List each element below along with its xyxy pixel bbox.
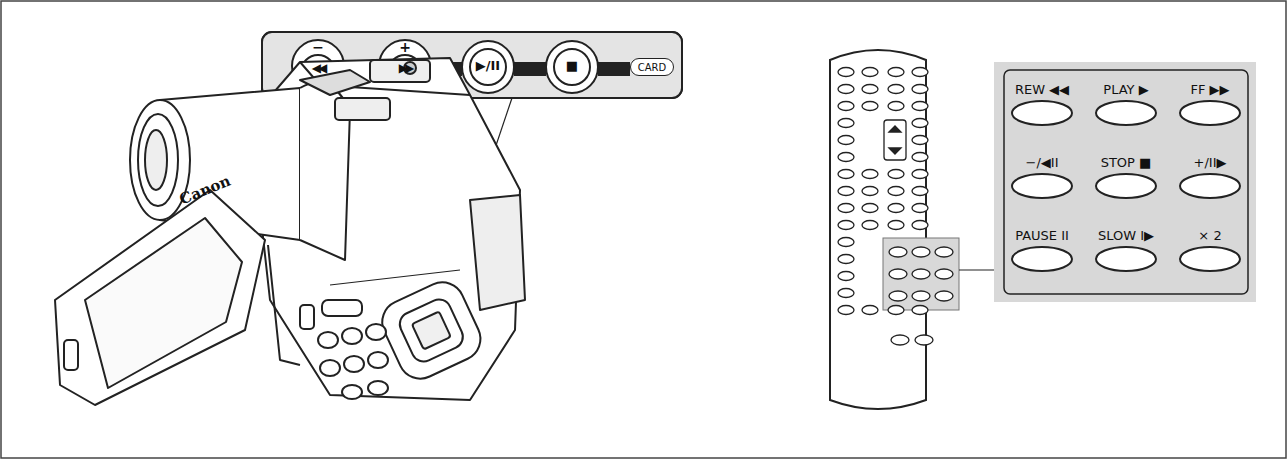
remote-button (889, 247, 907, 257)
remote-button (862, 204, 878, 213)
remote-button (838, 238, 854, 247)
remote-arrows (889, 126, 901, 154)
button-label: FF ▶▶ (1190, 82, 1229, 98)
button-label: × 2 (1198, 228, 1221, 244)
remote-button (862, 102, 878, 111)
remote-button (935, 269, 953, 279)
remote-button (862, 170, 878, 179)
panel-button (1012, 247, 1072, 271)
panel-button (1180, 247, 1240, 271)
button-symbol: + (379, 39, 431, 55)
remote-control (830, 50, 1256, 409)
panel-button (1012, 101, 1072, 125)
remote-button (838, 204, 854, 213)
remote-button (838, 85, 854, 94)
card-badge: CARD (630, 58, 674, 76)
remote-button (838, 306, 854, 315)
remote-button (912, 306, 928, 315)
panel-button (1096, 174, 1156, 198)
remote-button (862, 85, 878, 94)
remote-button (912, 291, 930, 301)
panel-button (1180, 101, 1240, 125)
remote-button (912, 170, 928, 179)
remote-button (912, 119, 928, 128)
camcorder (55, 58, 525, 405)
button-label: STOP ■ (1101, 155, 1152, 171)
brand-logo: Canon (177, 173, 233, 208)
button-label: SLOW I▶ (1098, 228, 1154, 244)
remote-button (838, 272, 854, 281)
remote-button (838, 68, 854, 77)
remote-button (912, 247, 930, 257)
remote-button (912, 102, 928, 111)
remote-button (889, 269, 907, 279)
remote-button (862, 221, 878, 230)
remote-button (912, 221, 928, 230)
remote-button (912, 85, 928, 94)
remote-button (889, 291, 907, 301)
control-button: + ▶▶ (379, 40, 431, 92)
remote-button (838, 170, 854, 179)
panel-button (1012, 174, 1072, 198)
remote-button (888, 85, 904, 94)
remote-button (862, 306, 878, 315)
button-symbol: ◀◀ (292, 61, 344, 75)
remote-button (838, 119, 854, 128)
remote-button (912, 269, 930, 279)
button-label: PLAY ▶ (1103, 82, 1148, 98)
remote-dpad (884, 120, 906, 160)
control-button: − ◀◀ (292, 40, 344, 92)
remote-button (888, 187, 904, 196)
remote-button (912, 153, 928, 162)
panel-button (1180, 174, 1240, 198)
button-symbol: ▶▶ (379, 61, 431, 75)
button-symbol: ▶/II (462, 58, 514, 73)
control-button: ▶/II (462, 41, 514, 93)
remote-button (838, 187, 854, 196)
remote-button (888, 102, 904, 111)
remote-button (838, 102, 854, 111)
remote-button (888, 68, 904, 77)
remote-button (912, 204, 928, 213)
button-symbol: CARD (635, 62, 669, 73)
button-label: REW ◀◀ (1015, 82, 1069, 98)
remote-button (862, 68, 878, 77)
remote-button (838, 221, 854, 230)
remote-button (838, 255, 854, 264)
remote-button (915, 335, 933, 345)
remote-button (935, 291, 953, 301)
remote-button (891, 335, 909, 345)
remote-button (912, 68, 928, 77)
remote-button (888, 204, 904, 213)
button-label: −/◀II (1026, 155, 1059, 171)
panel-button (1096, 247, 1156, 271)
remote-button (838, 136, 854, 145)
remote-button (888, 221, 904, 230)
remote-button (935, 247, 953, 257)
remote-button (912, 187, 928, 196)
remote-button (888, 170, 904, 179)
remote-button (912, 136, 928, 145)
remote-button (838, 153, 854, 162)
button-label: PAUSE II (1015, 228, 1069, 244)
remote-button (888, 306, 904, 315)
remote-button (838, 289, 854, 298)
button-symbol: − (292, 39, 344, 55)
control-button: ■ (546, 41, 598, 93)
button-label: +/II▶ (1194, 155, 1227, 171)
panel-button (1096, 101, 1156, 125)
remote-button (862, 187, 878, 196)
button-symbol: ■ (546, 58, 598, 73)
